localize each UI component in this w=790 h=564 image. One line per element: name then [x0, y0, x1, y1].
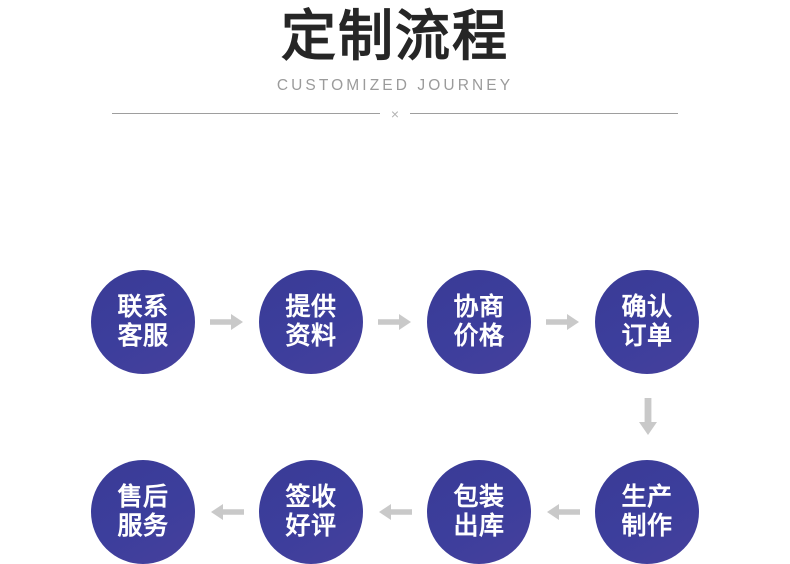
flow-arrow-right-1 — [195, 305, 259, 339]
flow-row-bottom: 售后 服务 签收 好评 包装 出库 生产 制作 — [0, 459, 790, 564]
flow-arrow-left-3 — [531, 495, 595, 529]
flow-step-label-line2: 出库 — [453, 510, 505, 540]
arrow-right-icon — [378, 313, 411, 330]
flow-step-label-line2: 资料 — [285, 320, 337, 350]
flow-step-label-line2: 客服 — [117, 320, 169, 350]
arrow-right-icon — [546, 313, 579, 330]
divider-line-right — [410, 113, 678, 115]
flow-row-connector — [0, 384, 790, 454]
flow-step-label-line1: 售后 — [117, 482, 169, 512]
flow-step-label-line2: 好评 — [285, 510, 337, 540]
flow-step-contact-service[interactable]: 联系 客服 — [91, 269, 195, 374]
flow-arrow-left-2 — [363, 495, 427, 529]
page-header: 定制流程 CUSTOMIZED JOURNEY × — [0, 0, 790, 122]
flow-row-top: 联系 客服 提供 资料 协商 价格 确认 订单 — [0, 269, 790, 374]
flow-step-label-line1: 联系 — [117, 292, 169, 322]
page-subtitle: CUSTOMIZED JOURNEY — [276, 76, 514, 94]
flow-step-production[interactable]: 生产 制作 — [595, 459, 699, 564]
flow-arrow-right-2 — [363, 305, 427, 339]
flow-step-label-line1: 协商 — [453, 292, 505, 322]
flow-step-label-line1: 生产 — [621, 482, 673, 512]
flow-step-sign-review[interactable]: 签收 好评 — [259, 459, 363, 564]
arrow-left-icon — [211, 503, 244, 520]
flow-step-label-line1: 确认 — [621, 292, 673, 322]
flow-step-label-line1: 签收 — [285, 482, 337, 512]
flow-step-provide-materials[interactable]: 提供 资料 — [259, 269, 363, 374]
page-title: 定制流程 — [280, 4, 509, 68]
flow-step-confirm-order[interactable]: 确认 订单 — [595, 269, 699, 374]
flow-step-after-sales-service[interactable]: 售后 服务 — [91, 459, 195, 564]
flow-arrow-right-3 — [531, 305, 595, 339]
divider-cross-icon: × — [390, 105, 400, 122]
flow-step-label-line2: 订单 — [621, 320, 673, 350]
flow-step-label-line2: 服务 — [117, 510, 169, 540]
arrow-down-icon — [639, 397, 657, 435]
flow-step-label-line2: 价格 — [453, 320, 505, 350]
flow-arrow-left-1 — [195, 495, 259, 529]
flow-step-negotiate-price[interactable]: 协商 价格 — [427, 269, 531, 374]
arrow-left-icon — [379, 503, 412, 520]
flow-step-label-line1: 包装 — [453, 482, 505, 512]
arrow-left-icon — [547, 503, 580, 520]
arrow-right-icon — [210, 313, 243, 330]
flow-step-package-shipment[interactable]: 包装 出库 — [427, 459, 531, 564]
flow-arrow-down-wrap — [627, 394, 669, 440]
flow-step-label-line1: 提供 — [285, 292, 337, 322]
divider-line-left — [112, 113, 380, 115]
flow-step-label-line2: 制作 — [621, 510, 673, 540]
title-divider: × — [112, 106, 678, 122]
